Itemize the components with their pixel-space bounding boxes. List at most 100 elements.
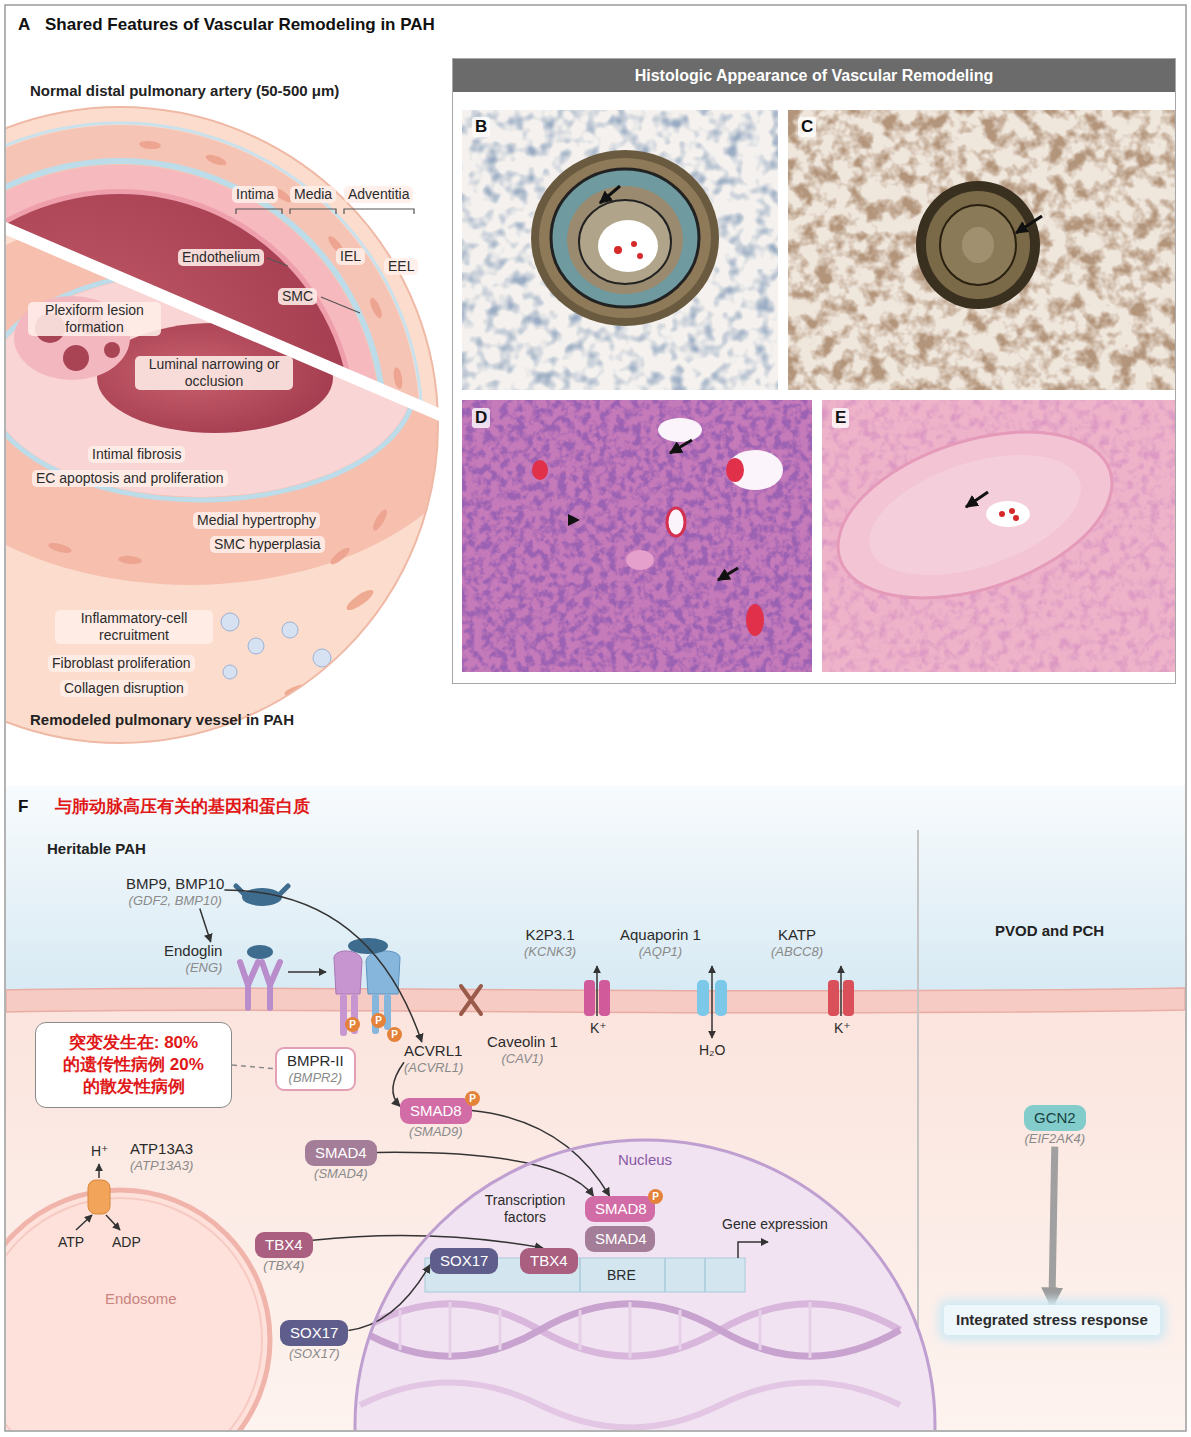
histology-images xyxy=(667,508,685,536)
cell-illustration xyxy=(711,966,713,1038)
arrow-connector xyxy=(200,909,211,942)
histology-images xyxy=(626,550,654,570)
histology-images xyxy=(940,205,1016,285)
cell-illustration xyxy=(240,962,280,1008)
cell-illustration xyxy=(843,980,854,1016)
histology-images xyxy=(986,501,1030,527)
gene-name: (CAV1) xyxy=(501,1051,543,1067)
vessel-illustration xyxy=(47,541,72,555)
histology-images xyxy=(614,246,622,254)
protein-box: TBX4(TBX4) xyxy=(255,1232,313,1274)
vessel-illustration xyxy=(248,638,264,654)
histology-images xyxy=(788,110,1176,390)
histology-images xyxy=(568,514,580,526)
vessel-illustration xyxy=(6,226,452,420)
gene-name: (SOX17) xyxy=(289,1346,340,1362)
vessel-illustration xyxy=(6,107,438,743)
gene-name: (EIF2AK4) xyxy=(1025,1131,1086,1147)
cell-illustration xyxy=(384,994,391,1030)
histology-images xyxy=(926,191,1030,299)
vessel-illustration xyxy=(204,152,227,167)
nucleus-outline xyxy=(350,1135,940,1430)
histology-images xyxy=(551,169,699,307)
node-label: Histologic Appearance of Vascular Remode… xyxy=(453,59,1175,92)
cell-illustration xyxy=(697,980,709,1016)
histology-panel: Histologic Appearance of Vascular Remode… xyxy=(452,58,1176,684)
cell-illustration xyxy=(98,1164,100,1178)
gene-name: (ATP13A3) xyxy=(130,1158,193,1174)
protein-box: TBX4 xyxy=(520,1248,578,1274)
vessel-illustration xyxy=(368,296,385,319)
cell-illustration xyxy=(6,1198,262,1430)
histology-images xyxy=(1013,515,1019,521)
feature-label: Luminal narrowing or occlusion xyxy=(135,356,293,390)
ion-label: H⁺ xyxy=(91,1143,109,1160)
cell-illustration xyxy=(76,1215,92,1230)
feature-label: Medial hypertrophy xyxy=(193,512,320,529)
histology-images xyxy=(966,492,988,507)
cell-illustration xyxy=(334,951,362,994)
vessel-illustration xyxy=(6,205,490,585)
histology-images xyxy=(631,241,637,247)
histology-images xyxy=(727,450,783,490)
node-label: Aquaporin 1 xyxy=(620,926,701,944)
node-label: KATP xyxy=(778,926,816,944)
response-box: Integrated stress response xyxy=(944,1305,1160,1335)
histology-images xyxy=(531,150,719,326)
phosphate-mark: P xyxy=(345,1017,360,1032)
cell-illustration xyxy=(580,1258,705,1292)
output-label: Gene expression xyxy=(722,1216,828,1233)
histology-images xyxy=(1009,508,1015,514)
cell-illustration xyxy=(355,1140,935,1430)
node-label: SMAD4 xyxy=(305,1140,377,1166)
protein-box: SMAD8 xyxy=(585,1196,655,1222)
gene-name: (GDF2, BMP10) xyxy=(129,893,222,909)
channel-label: Aquaporin 1(AQP1) xyxy=(620,926,701,960)
gene-name: (ABCC8) xyxy=(771,944,823,960)
histology-images xyxy=(579,200,671,284)
feature-label: Collagen disruption xyxy=(60,680,188,697)
channel-label: K2P3.1(KCNK3) xyxy=(524,926,576,960)
histology-images xyxy=(854,432,1095,599)
vessel-illustration xyxy=(6,107,438,743)
feature-label: Inflammatory-cell recruitment xyxy=(55,610,213,644)
phosphate-mark: P xyxy=(465,1091,480,1106)
panel-letter: F xyxy=(18,797,28,817)
cell-illustration xyxy=(840,966,842,1016)
feature-label: Fibroblast proliferation xyxy=(48,655,195,672)
histology-images xyxy=(718,568,738,580)
section-heading: Heritable PAH xyxy=(47,840,146,858)
panel-letter: D xyxy=(472,408,490,428)
phosphate-mark: P xyxy=(387,1027,402,1042)
cell-illustration xyxy=(715,980,727,1016)
structure-label: Endothelium xyxy=(178,249,264,266)
gene-name: (SMAD9) xyxy=(409,1124,462,1140)
panel-letter: B xyxy=(472,117,490,137)
cell-illustration xyxy=(461,986,481,1014)
cell-illustration xyxy=(360,1302,900,1428)
histology-images xyxy=(539,158,711,318)
phosphate-mark: P xyxy=(371,1013,386,1028)
histology-images xyxy=(746,604,764,636)
node-label: Integrated stress response xyxy=(956,1311,1148,1329)
histology-images xyxy=(822,400,1176,672)
gene-name: (KCNK3) xyxy=(524,944,576,960)
panel-heading: Normal distal pulmonary artery (50-500 μ… xyxy=(30,82,339,100)
vessel-illustration xyxy=(139,140,162,150)
histology-images xyxy=(962,227,994,263)
vessel-illustration xyxy=(6,205,490,699)
histology-images xyxy=(999,511,1005,517)
histology-images xyxy=(600,186,620,203)
panel-letter: A xyxy=(18,15,30,35)
feature-label: SMC hyperplasia xyxy=(210,536,325,553)
node-label: TBX4 xyxy=(255,1232,313,1258)
protein-box: SOX17 xyxy=(430,1248,498,1274)
histology-images xyxy=(788,110,1176,390)
histology-images xyxy=(726,458,744,482)
histology-images xyxy=(822,401,1133,630)
gene-name: (ENG) xyxy=(186,960,223,976)
node-label: SOX17 xyxy=(280,1320,348,1346)
vessel-illustration xyxy=(97,323,333,433)
ligand-label: BMP9, BMP10(GDF2, BMP10) xyxy=(126,875,224,909)
